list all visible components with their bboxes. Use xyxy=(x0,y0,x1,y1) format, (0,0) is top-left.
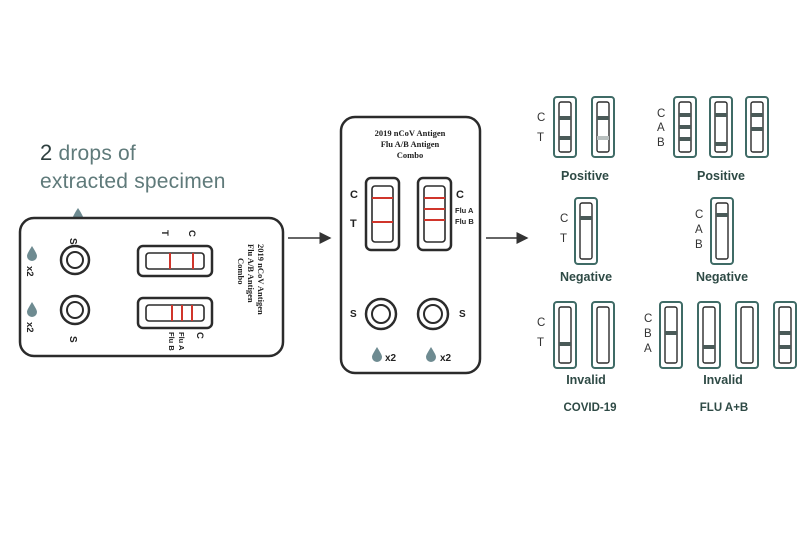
drop-icon xyxy=(426,347,436,362)
flu-positive-mark-a: A xyxy=(657,122,665,134)
flu-positive-mark-c: C xyxy=(657,108,666,120)
flu-negative-mark-a: A xyxy=(695,224,703,236)
strip-mark-t: T xyxy=(159,230,170,236)
flu-negative-mark-b: B xyxy=(695,239,703,251)
flu-invalid-label: Invalid xyxy=(703,373,743,387)
well-label: S xyxy=(459,309,466,320)
svg-text:Combo: Combo xyxy=(397,150,423,160)
flu-positive-strips xyxy=(673,96,769,158)
covid-positive-strips xyxy=(553,96,615,158)
svg-text:2019 nCoV Antigen: 2019 nCoV Antigen xyxy=(375,128,446,138)
strip-mark-c: C xyxy=(186,230,197,237)
flu-invalid-strips xyxy=(659,301,797,369)
covid-invalid-mark-t: T xyxy=(537,337,545,349)
svg-text:Combo: Combo xyxy=(236,258,246,284)
drops-text: drops of xyxy=(58,142,136,165)
flu-invalid-mark-b: B xyxy=(644,328,652,340)
flu-invalid-mark-a: A xyxy=(644,343,652,355)
strip-mark-flu-b: Flu B xyxy=(167,332,176,351)
strip-mark-c: C xyxy=(350,189,358,201)
drops-number: 2 xyxy=(40,140,53,165)
flu-negative-mark-c: C xyxy=(695,209,704,221)
instruction-line-2: extracted specimen xyxy=(40,170,226,193)
drop-icon xyxy=(372,347,382,362)
covid-positive-mark-c: C xyxy=(537,112,546,124)
middle-cassette-title: 2019 nCoV Antigen Flu A/B Antigen Combo xyxy=(375,128,446,160)
svg-text:Flu A/B Antigen: Flu A/B Antigen xyxy=(246,244,256,303)
flu-category-label: FLU A+B xyxy=(699,402,749,414)
drops-count: x2 xyxy=(24,266,35,277)
flu-invalid-mark-c: C xyxy=(644,313,653,325)
drops-count: x2 xyxy=(385,353,397,364)
covid-invalid-strips xyxy=(553,301,615,369)
strip-mark-flu-a: Flu A xyxy=(455,206,474,215)
svg-text:Flu A/B Antigen: Flu A/B Antigen xyxy=(381,139,440,149)
strip-mark-flu-a: Flu A xyxy=(177,332,186,351)
covid-positive-label: Positive xyxy=(561,169,609,183)
flu-negative-label: Negative xyxy=(695,270,749,284)
drop-icon xyxy=(27,246,37,261)
flu-positive-mark-b: B xyxy=(657,137,665,149)
covid-negative-label: Negative xyxy=(559,270,613,284)
svg-text:2019 nCoV Antigen: 2019 nCoV Antigen xyxy=(256,244,266,315)
strip-mark-flu-b: Flu B xyxy=(455,217,474,226)
instruction-line-1: 2 drops of xyxy=(40,140,136,166)
covid-category-label: COVID-19 xyxy=(563,402,617,414)
well-label: S xyxy=(67,336,78,343)
strip-mark-c: C xyxy=(194,332,205,339)
well-label: S xyxy=(350,309,357,320)
flu-positive-label: Positive xyxy=(697,169,745,183)
covid-positive-mark-t: T xyxy=(537,132,545,144)
covid-negative-mark-c: C xyxy=(560,213,569,225)
well-label: S xyxy=(67,238,78,245)
strip-mark-c: C xyxy=(456,189,464,201)
left-cassette xyxy=(18,216,285,358)
left-cassette-title: 2019 nCoV Antigen Flu A/B Antigen Combo xyxy=(236,244,266,315)
covid-negative-strip xyxy=(574,197,598,265)
covid-negative-mark-t: T xyxy=(560,233,568,245)
covid-invalid-mark-c: C xyxy=(537,317,546,329)
drops-count: x2 xyxy=(24,322,35,333)
strip-mark-t: T xyxy=(350,218,357,230)
covid-invalid-label: Invalid xyxy=(566,373,606,387)
middle-cassette xyxy=(339,115,482,375)
drops-count: x2 xyxy=(440,353,452,364)
flu-negative-strip xyxy=(710,197,734,265)
drop-icon xyxy=(27,302,37,317)
